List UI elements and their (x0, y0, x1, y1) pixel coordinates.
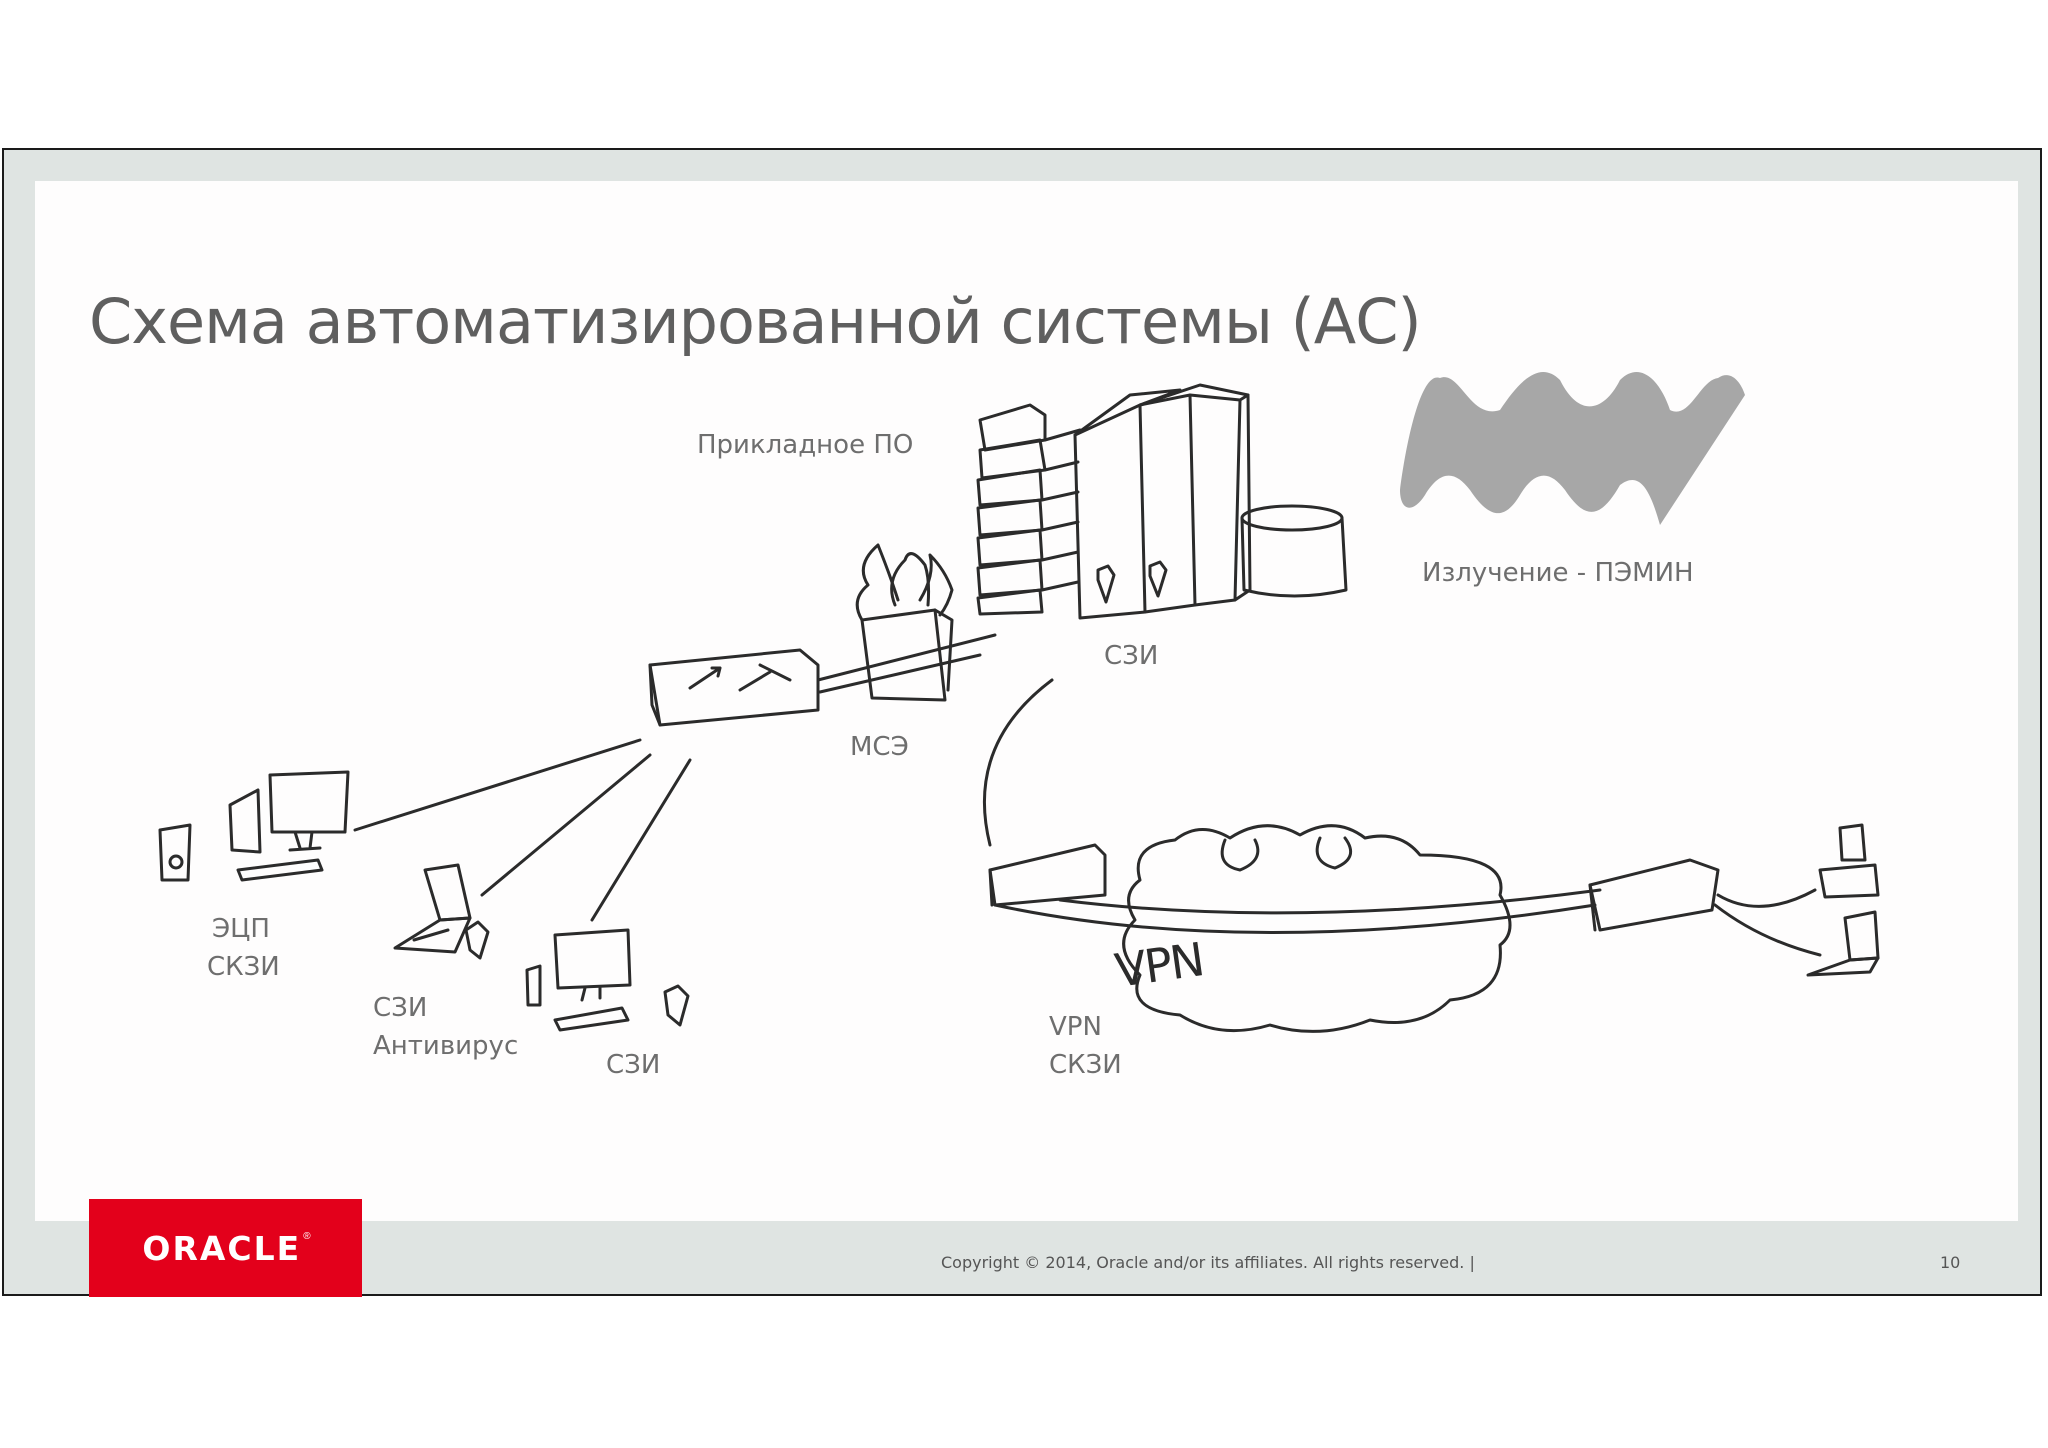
shield-icon (1148, 560, 1168, 598)
connection-line (816, 633, 997, 682)
shield-icon (464, 920, 490, 960)
connection-line (480, 753, 652, 897)
connection-line (982, 678, 1054, 847)
connection-line (1713, 903, 1822, 957)
vpn-gateway-icon (1588, 858, 1720, 932)
copyright-text: Copyright © 2014, Oracle and/or its affi… (941, 1253, 1475, 1272)
szi-desktop-label: СЗИ (606, 1050, 661, 1080)
vpn-label: VPN (1049, 1012, 1102, 1042)
skzi-vpn-label: СКЗИ (1049, 1050, 1122, 1080)
slide-frame (2, 148, 2042, 1296)
connection-line (818, 653, 982, 694)
vpn-tunnel-line (1058, 888, 1602, 915)
connection-line (590, 758, 692, 922)
ecp-label: ЭЦП (212, 914, 270, 944)
shield-icon (663, 984, 690, 1027)
storage-drum-icon (1240, 504, 1348, 598)
token-icon (158, 823, 192, 882)
szi-server-label: СЗИ (1104, 641, 1159, 671)
workstation-icon (228, 770, 350, 882)
vpn-tunnel-line (993, 903, 1597, 934)
vpn-gateway-icon (988, 843, 1107, 907)
emission-label: Излучение - ПЭМИН (1422, 558, 1694, 588)
connection-line (353, 738, 642, 832)
laptop-icon (393, 863, 472, 954)
cloud-icon (1122, 824, 1512, 1033)
connection-line (1716, 888, 1817, 908)
firewall-icon (855, 543, 954, 702)
registered-mark: ® (303, 1230, 311, 1242)
workstation-icon (1818, 823, 1880, 899)
laptop-icon (1806, 910, 1880, 977)
page-number: 10 (1940, 1253, 1961, 1272)
firewall-label: МСЭ (850, 732, 909, 762)
shield-icon (1096, 564, 1116, 604)
server-rack-icon (976, 403, 1082, 616)
oracle-logo: ORACLE® (89, 1199, 362, 1297)
app-software-label: Прикладное ПО (697, 430, 914, 460)
slide-title: Схема автоматизированной системы (АС) (89, 285, 1422, 358)
workstation-icon (525, 928, 632, 1032)
antivirus-label: Антивирус (373, 1031, 519, 1061)
router-icon (648, 648, 820, 727)
skzi-left-label: СКЗИ (207, 952, 280, 982)
szi-laptop-label: СЗИ (373, 993, 428, 1023)
oracle-logo-text: ORACLE (142, 1228, 302, 1268)
emission-wave-icon (1400, 371, 1745, 525)
